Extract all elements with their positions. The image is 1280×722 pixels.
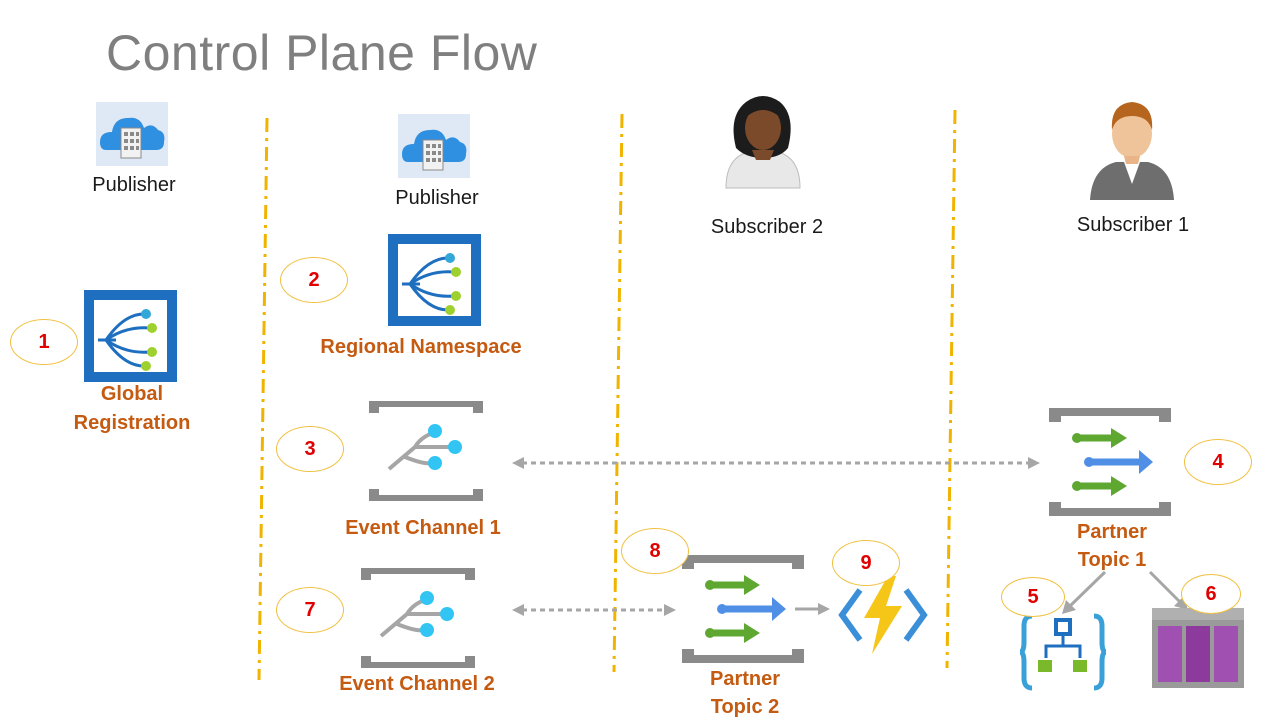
step-3-badge: 3 (276, 426, 344, 472)
arrow-topic1-logicapp (1062, 570, 1107, 614)
divider-3 (945, 109, 957, 669)
partner-topic-1-label-2: Topic 1 (1077, 549, 1147, 571)
step-4-badge: 4 (1184, 439, 1252, 485)
partner-topic-1-label-1: Partner (1076, 521, 1148, 543)
event-grid-icon (84, 290, 177, 382)
step-1-badge: 1 (10, 319, 78, 365)
subscriber2-label: Subscriber 2 (710, 216, 824, 238)
divider-1 (257, 117, 269, 681)
person-icon (725, 96, 801, 189)
event-grid-icon (388, 234, 481, 326)
partner-topic-icon (682, 555, 804, 663)
publisher-mid-label: Publisher (395, 187, 479, 209)
logic-app-icon (1019, 613, 1107, 691)
connector-channel1-topic1 (512, 457, 1040, 469)
arrow-topic2-function (795, 603, 830, 615)
step-8-badge: 8 (621, 528, 689, 574)
partner-topic-2-label-2: Topic 2 (710, 696, 780, 718)
storage-queue-icon (1152, 608, 1244, 688)
event-channel-icon (361, 568, 475, 668)
step-6-badge: 6 (1181, 574, 1241, 614)
event-channel-1-label: Event Channel 1 (345, 517, 501, 539)
event-channel-2-label: Event Channel 2 (339, 673, 495, 695)
global-registration-label-2: Registration (73, 412, 191, 434)
step-7-badge: 7 (276, 587, 344, 633)
partner-topic-2-label-1: Partner (709, 668, 781, 690)
step-9-badge: 9 (832, 540, 900, 586)
function-icon (838, 576, 928, 654)
person-icon (1090, 102, 1174, 200)
divider-2 (612, 113, 624, 673)
step-2-badge: 2 (280, 257, 348, 303)
step-5-badge: 5 (1001, 577, 1065, 617)
cloud-building-icon (398, 114, 470, 178)
subscriber1-label: Subscriber 1 (1076, 214, 1190, 236)
cloud-building-icon (96, 102, 168, 166)
global-registration-label-1: Global (100, 383, 164, 405)
partner-topic-icon (1049, 408, 1171, 516)
regional-namespace-label: Regional Namespace (320, 336, 522, 358)
event-channel-icon (369, 401, 483, 501)
publisher-left-label: Publisher (92, 174, 176, 196)
connector-channel2-topic2 (512, 604, 676, 616)
page-title: Control Plane Flow (106, 25, 538, 81)
